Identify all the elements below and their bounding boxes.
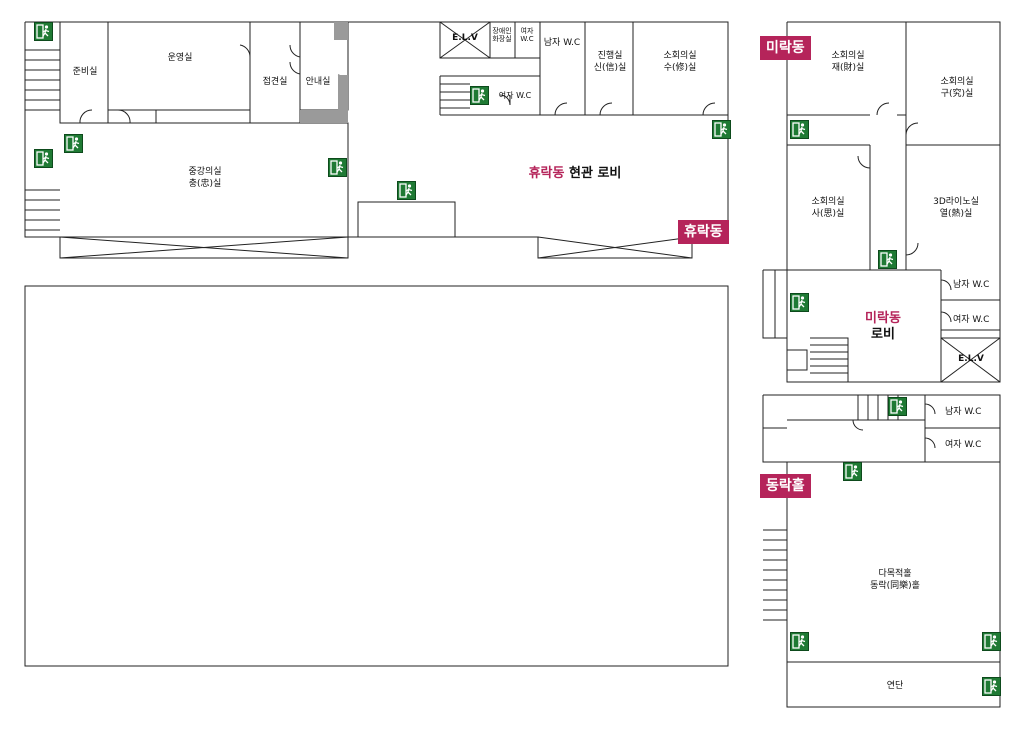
hyurak-badge: 휴락동	[678, 220, 729, 244]
emergency-exit-icon	[790, 632, 809, 651]
womens-wc-label-dongrak: 여자 W.C	[945, 440, 982, 450]
emergency-exit-icon	[712, 120, 731, 139]
emergency-exit-icon	[34, 22, 53, 41]
emergency-exit-icon	[34, 149, 53, 168]
emergency-exit-icon	[888, 397, 907, 416]
emergency-exit-icon	[982, 632, 1001, 651]
info-room-label: 안내실	[305, 77, 331, 87]
elevator-label-hyurak: E.L.V	[452, 33, 478, 43]
emergency-exit-icon	[790, 293, 809, 312]
emergency-exit-icon	[843, 462, 862, 481]
emergency-exit-icon	[982, 677, 1001, 696]
reception-room-label: 접견실	[262, 77, 288, 87]
operations-room-label: 운영실	[167, 53, 193, 63]
womens-wc-label-mirak: 여자 W.C	[953, 315, 990, 325]
mens-wc-label-mirak: 남자 W.C	[953, 280, 990, 290]
stage-label: 연단	[886, 681, 904, 691]
mirak-badge: 미락동	[760, 36, 811, 60]
emergency-exit-icon	[470, 86, 489, 105]
emergency-exit-icon	[397, 181, 416, 200]
emergency-exit-icon	[64, 134, 83, 153]
emergency-exit-icon	[790, 120, 809, 139]
womens-wc-label-hyurak: 여자 W.C	[498, 91, 532, 100]
hyurak-lobby-label: 휴락동 현관 로비	[528, 166, 622, 181]
mens-wc-label-hyurak: 남자 W.C	[543, 38, 581, 48]
emergency-exit-icon	[328, 158, 347, 177]
dongrak-badge: 동락홀	[760, 474, 811, 498]
emergency-exit-icon	[878, 250, 897, 269]
mens-wc-label-dongrak: 남자 W.C	[945, 407, 982, 417]
prep-room-label: 준비실	[72, 67, 98, 77]
elevator-label-mirak: E.L.V	[958, 354, 984, 364]
